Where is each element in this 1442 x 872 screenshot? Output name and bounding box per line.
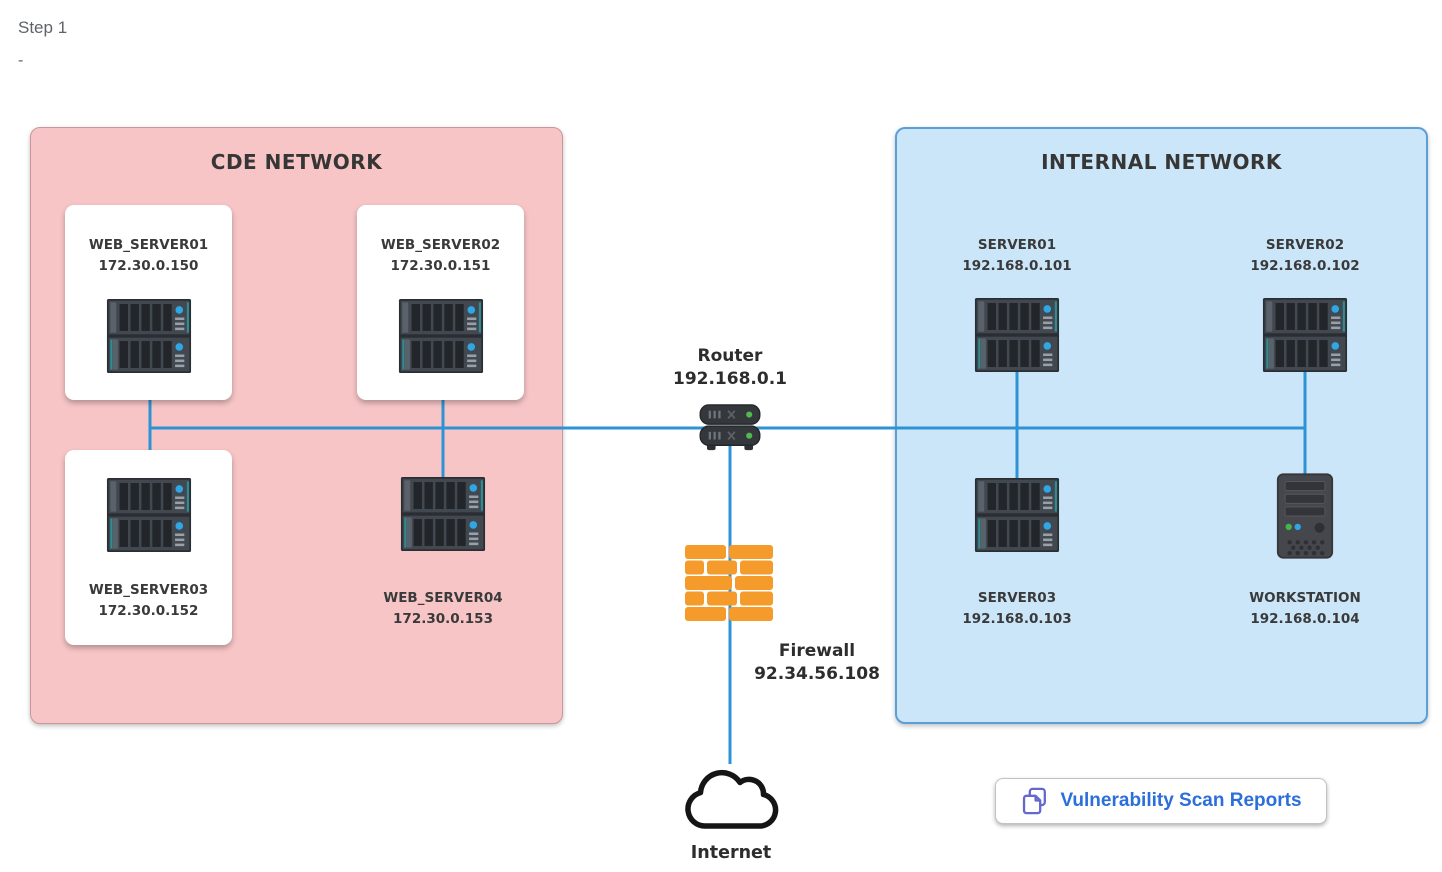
cloud-icon	[678, 758, 782, 834]
node-name: WEB_SERVER01	[88, 237, 209, 253]
node-name: WEB_SERVER04	[383, 590, 503, 606]
firewall-ip: 92.34.56.108	[754, 664, 880, 684]
node-ip: 172.30.0.152	[98, 603, 199, 619]
node-ip: 192.168.0.102	[1250, 258, 1360, 274]
node-name: SERVER01	[977, 237, 1057, 253]
rack-server-icon	[106, 478, 192, 552]
node-ip: 172.30.0.150	[98, 258, 199, 274]
node-name: WORKSTATION	[1249, 590, 1361, 606]
node-label-server03: SERVER03 192.168.0.103	[917, 588, 1117, 630]
tower-pc-icon	[1276, 472, 1334, 560]
node-name: WEB_SERVER03	[88, 582, 209, 598]
step-title: Step 1	[18, 18, 68, 37]
firewall-brick-icon	[685, 545, 773, 621]
node-ip: 172.30.0.151	[390, 258, 491, 274]
firewall-name: Firewall	[778, 641, 856, 661]
router-name: Router	[697, 346, 763, 366]
node-ip: 192.168.0.103	[962, 611, 1072, 627]
node-label-server01: SERVER01 192.168.0.101	[917, 235, 1117, 277]
rack-server-icon	[1262, 298, 1348, 372]
node-card-web-server03: WEB_SERVER03 172.30.0.152	[65, 450, 232, 645]
node-name: SERVER02	[1265, 237, 1345, 253]
node-name: SERVER03	[977, 590, 1057, 606]
rack-server-icon	[398, 299, 484, 373]
firewall-label: Firewall 92.34.56.108	[717, 640, 917, 686]
internal-network-zone	[895, 127, 1428, 724]
internet-label: Internet	[690, 843, 772, 863]
rack-server-icon	[974, 298, 1060, 372]
rack-server-icon	[974, 478, 1060, 552]
vulnerability-scan-reports-button[interactable]: Vulnerability Scan Reports	[995, 778, 1327, 824]
node-label-server02: SERVER02 192.168.0.102	[1205, 235, 1405, 277]
node-ip: 172.30.0.153	[393, 611, 493, 627]
node-label-web-server04: WEB_SERVER04 172.30.0.153	[343, 588, 543, 630]
node-card-web-server02: WEB_SERVER02 172.30.0.151	[357, 205, 524, 400]
vulnerability-button-label: Vulnerability Scan Reports	[1060, 790, 1302, 811]
copy-documents-icon	[1020, 786, 1050, 816]
rack-server-icon	[106, 299, 192, 373]
node-ip: 192.168.0.104	[1250, 611, 1360, 627]
rack-server-icon	[400, 477, 486, 551]
node-ip: 192.168.0.101	[962, 258, 1072, 274]
node-card-web-server01: WEB_SERVER01 172.30.0.150	[65, 205, 232, 400]
cde-network-title: CDE NETWORK	[210, 150, 383, 174]
router-icon	[699, 404, 761, 452]
node-name: WEB_SERVER02	[380, 237, 501, 253]
internal-network-title: INTERNAL NETWORK	[1041, 150, 1282, 174]
router-label: Router 192.168.0.1	[630, 345, 830, 391]
node-label-workstation: WORKSTATION 192.168.0.104	[1205, 588, 1405, 630]
step-subtitle: -	[18, 52, 24, 69]
router-ip: 192.168.0.1	[672, 369, 787, 389]
